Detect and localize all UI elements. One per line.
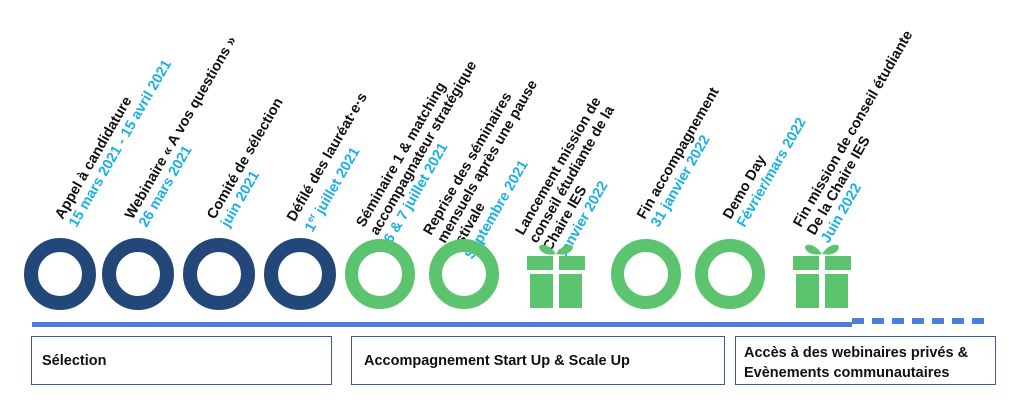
milestone-marker-green <box>611 239 681 309</box>
phase-box-accompagnement: Accompagnement Start Up & Scale Up <box>351 336 725 385</box>
phase-label: Accompagnement Start Up & Scale Up <box>364 353 630 369</box>
timeline-line <box>32 322 852 327</box>
milestone-label-8: Fin accompagnement 31 janvier 2022 <box>634 85 736 230</box>
milestone-marker-dark <box>183 238 255 310</box>
phase-label: Accès à des webinaires privés & <box>744 345 969 361</box>
phase-box-webinaires: Accès à des webinaires privés & Evènemen… <box>735 336 996 385</box>
milestone-title-line2: De la Chaire IES <box>804 133 874 238</box>
phase-box-selection: Sélection <box>31 336 332 385</box>
milestone-label-10: Fin mission de conseil étudiante De la C… <box>790 28 944 246</box>
phase-label-line2: Evènements communautaires <box>744 365 950 381</box>
gift-icon <box>793 244 851 308</box>
timeline-dotted-extension <box>852 318 992 324</box>
gift-icon <box>527 244 585 308</box>
phase-label: Sélection <box>42 353 107 369</box>
milestone-marker-green <box>345 239 415 309</box>
milestone-marker-dark <box>102 238 174 310</box>
milestone-label-3: Comité de sélection juin 2021 <box>204 95 300 230</box>
milestone-marker-green <box>695 239 765 309</box>
milestone-marker-dark <box>24 238 96 310</box>
milestone-marker-dark <box>264 238 336 310</box>
milestone-marker-green <box>429 239 499 309</box>
